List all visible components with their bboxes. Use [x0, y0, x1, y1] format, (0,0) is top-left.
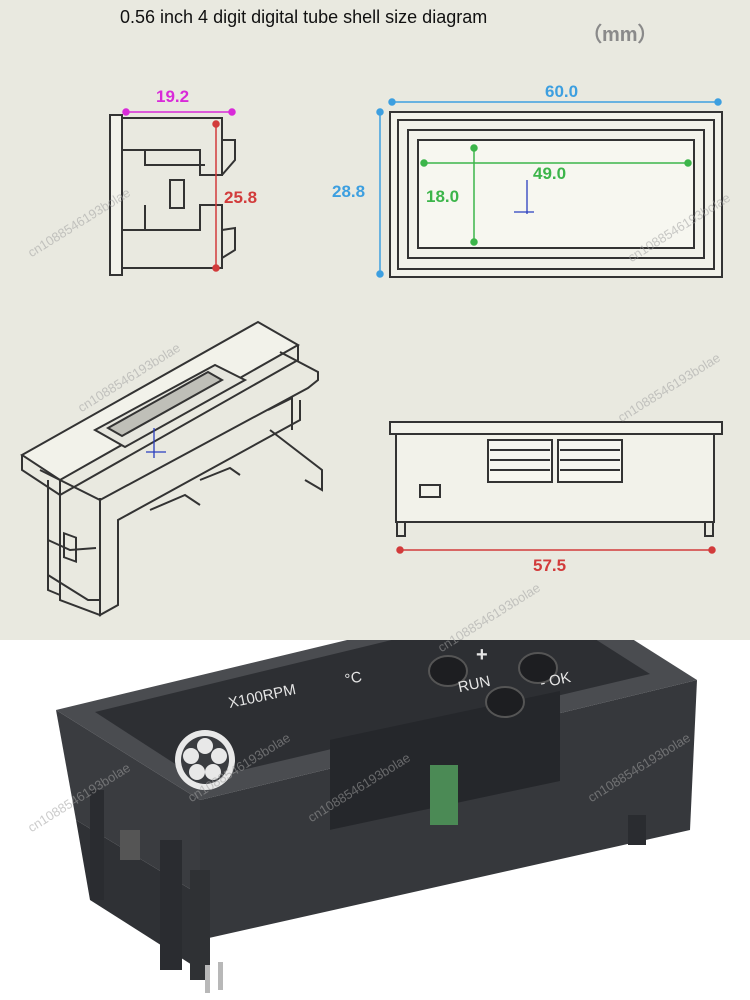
side-height-label: 25.8: [224, 188, 258, 207]
technical-drawing: [20, 98, 723, 617]
product-photo: X100RPM °C + RUN - OK: [0, 640, 750, 1000]
bottom-width-label: 57.5: [533, 556, 567, 575]
axis-marker: [514, 180, 534, 214]
device-rendering: [56, 640, 697, 993]
dimension-diagram: 0.56 inch 4 digit digital tube shell siz…: [0, 0, 750, 640]
side-height-dimension-line: [212, 120, 220, 272]
unit-label: （mm）: [582, 24, 658, 46]
iso-axis-marker: [146, 428, 166, 458]
isometric-view: [20, 320, 323, 617]
side-view: [109, 114, 236, 276]
diagram-title: 0.56 inch 4 digit digital tube shell siz…: [120, 7, 488, 27]
bottom-width-dimension-line: [396, 546, 716, 554]
celsius-label: °C: [343, 668, 364, 689]
front-view: [389, 111, 723, 278]
side-width-label: 19.2: [156, 87, 190, 106]
front-height-label: 28.8: [332, 182, 366, 201]
window-dimension-lines: [420, 144, 692, 246]
front-width-label: 60.0: [545, 82, 579, 101]
window-height-label: 18.0: [426, 187, 460, 206]
window-width-label: 49.0: [533, 164, 567, 183]
front-width-dimension-line: [388, 98, 722, 106]
plus-label: +: [476, 644, 488, 666]
side-width-dimension-line: [122, 108, 236, 116]
bottom-view: [389, 421, 723, 537]
front-height-dimension-line: [376, 108, 384, 278]
